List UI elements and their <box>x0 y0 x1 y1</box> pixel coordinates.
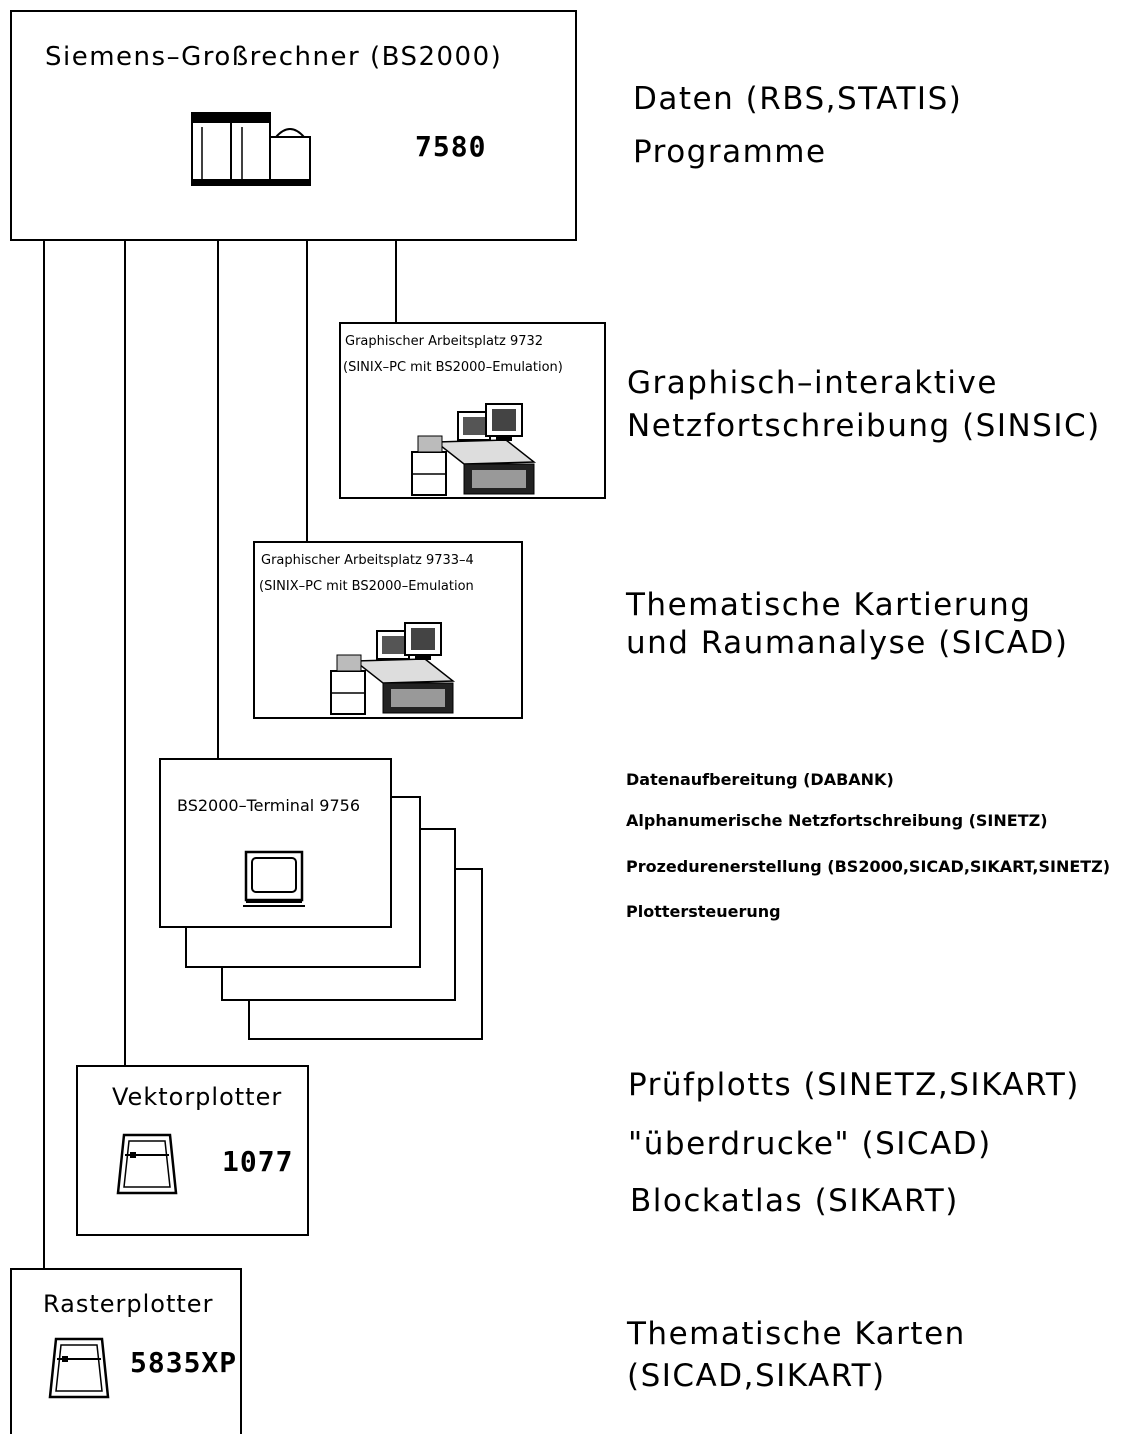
workstation-9733-desc-1: Thematische Kartierung <box>626 590 1031 621</box>
vector-plotter-label: Vektorplotter <box>112 1083 282 1111</box>
mainframe-model: 7580 <box>415 130 486 163</box>
raster-plotter-desc-2: (SICAD,SIKART) <box>627 1361 886 1392</box>
raster-plotter-box: Rasterplotter 5835XP <box>10 1268 242 1434</box>
terminal-label: BS2000–Terminal 9756 <box>177 796 360 815</box>
vector-plotter-desc-1: Prüfplotts (SINETZ,SIKART) <box>628 1070 1080 1101</box>
raster-plotter-label: Rasterplotter <box>43 1290 213 1318</box>
connector-workstation-9733 <box>306 240 308 542</box>
connector-workstation-9732 <box>395 240 397 324</box>
vector-plotter-model: 1077 <box>222 1145 293 1178</box>
workstation-9732-desc-2: Netzfortschreibung (SINSIC) <box>627 411 1101 442</box>
plotter-icon <box>48 1335 110 1401</box>
graphic-workstation-icon <box>406 402 536 497</box>
connector-vector-plotter <box>124 240 126 1065</box>
vector-plotter-desc-2: "überdrucke" (SICAD) <box>628 1129 992 1160</box>
plotter-icon <box>116 1131 178 1197</box>
mainframe-desc-2: Programme <box>633 137 827 168</box>
raster-plotter-model: 5835XP <box>130 1346 237 1379</box>
terminal-desc-4: Plottersteuerung <box>626 904 781 920</box>
mainframe-title: Siemens–Großrechner (BS2000) <box>45 42 502 72</box>
workstation-9732-box: Graphischer Arbeitsplatz 9732 (SINIX–PC … <box>339 322 606 499</box>
terminal-desc-3: Prozedurenerstellung (BS2000,SICAD,SIKAR… <box>626 859 1110 875</box>
mainframe-computer-icon <box>190 107 315 187</box>
workstation-9732-label-1: Graphischer Arbeitsplatz 9732 <box>345 334 543 349</box>
workstation-9733-label-1: Graphischer Arbeitsplatz 9733–4 <box>261 553 474 568</box>
vector-plotter-desc-3: Blockatlas (SIKART) <box>630 1186 959 1217</box>
raster-plotter-desc-1: Thematische Karten <box>627 1319 966 1350</box>
workstation-9733-desc-2: und Raumanalyse (SICAD) <box>626 628 1068 659</box>
workstation-9732-label-2: (SINIX–PC mit BS2000–Emulation) <box>343 360 563 375</box>
workstation-9732-desc-1: Graphisch–interaktive <box>627 368 998 399</box>
terminal-desc-2: Alphanumerische Netzfortschreibung (SINE… <box>626 813 1048 829</box>
terminal-desc-1: Datenaufbereitung (DABANK) <box>626 772 894 788</box>
workstation-9733-box: Graphischer Arbeitsplatz 9733–4 (SINIX–P… <box>253 541 523 719</box>
connector-terminal <box>217 240 219 760</box>
terminal-monitor-icon <box>243 850 305 910</box>
graphic-workstation-icon <box>325 621 455 716</box>
mainframe-box: Siemens–Großrechner (BS2000) 7580 <box>10 10 577 241</box>
terminal-box: BS2000–Terminal 9756 <box>159 758 392 928</box>
vector-plotter-box: Vektorplotter 1077 <box>76 1065 309 1236</box>
workstation-9733-label-2: (SINIX–PC mit BS2000–Emulation <box>259 579 474 594</box>
connector-raster-plotter <box>43 240 45 1270</box>
mainframe-desc-1: Daten (RBS,STATIS) <box>633 84 962 115</box>
